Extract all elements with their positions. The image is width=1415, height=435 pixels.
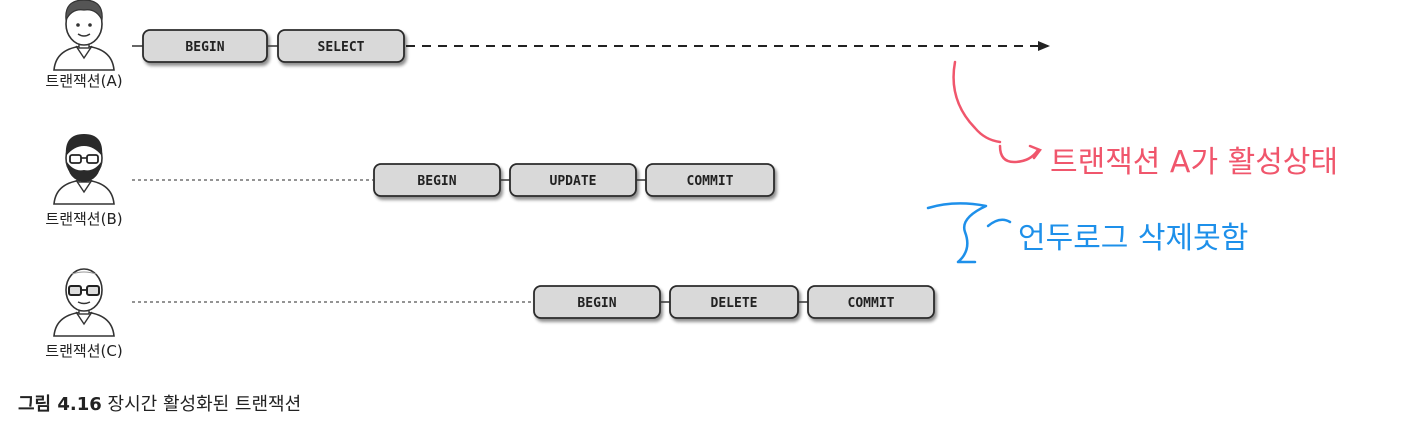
handwritten-blue-annotation: 언두로그 삭제못함 xyxy=(926,202,1248,264)
svg-text:UPDATE: UPDATE xyxy=(550,174,597,189)
figure-caption: 그림 4.16 장시간 활성화된 트랜잭션 xyxy=(18,390,301,416)
step-box-update: UPDATE xyxy=(509,163,637,197)
step-box-commit: COMMIT xyxy=(807,285,935,319)
svg-text:SELECT: SELECT xyxy=(318,40,365,55)
transaction-a-row: 트랜잭션(A) BEGIN SELECT xyxy=(45,0,1050,90)
blue-note-text: 언두로그 삭제못함 xyxy=(1018,221,1248,256)
step-box-commit: COMMIT xyxy=(645,163,775,197)
svg-text:BEGIN: BEGIN xyxy=(577,296,616,311)
step-box-begin: BEGIN xyxy=(142,29,268,63)
step-box-select: SELECT xyxy=(277,29,405,63)
person-b-icon xyxy=(53,134,115,205)
transaction-b-row: 트랜잭션(B) BEGIN UPDATE COMMIT xyxy=(45,134,775,228)
handwritten-red-annotation: 트랜잭션 A가 활성상태 xyxy=(952,60,1338,180)
svg-text:COMMIT: COMMIT xyxy=(687,174,734,189)
transaction-b-label: 트랜잭션(B) xyxy=(45,210,122,228)
figure-number: 그림 4.16 xyxy=(18,394,102,415)
transaction-c-row: 트랜잭션(C) BEGIN DELETE COMMIT xyxy=(45,268,935,360)
person-a-icon xyxy=(53,0,115,71)
transaction-a-label: 트랜잭션(A) xyxy=(45,72,122,90)
figure-title: 장시간 활성화된 트랜잭션 xyxy=(107,394,302,415)
person-c-icon xyxy=(53,268,115,337)
transaction-c-label: 트랜잭션(C) xyxy=(45,342,122,360)
step-box-begin: BEGIN xyxy=(373,163,501,197)
svg-text:DELETE: DELETE xyxy=(711,296,758,311)
svg-text:COMMIT: COMMIT xyxy=(848,296,895,311)
svg-text:BEGIN: BEGIN xyxy=(417,174,456,189)
red-note-text: 트랜잭션 A가 활성상태 xyxy=(1050,145,1338,180)
svg-text:BEGIN: BEGIN xyxy=(185,40,224,55)
step-box-delete: DELETE xyxy=(669,285,799,319)
step-box-begin: BEGIN xyxy=(533,285,661,319)
